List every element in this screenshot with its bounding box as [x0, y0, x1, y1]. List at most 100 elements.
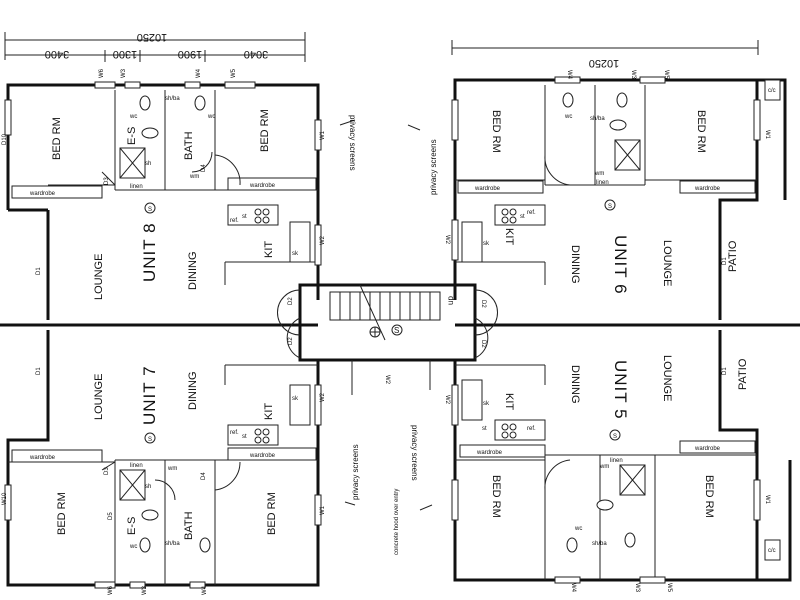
- unit-8-kit: KIT: [263, 241, 275, 258]
- sk-label: sk: [292, 396, 299, 402]
- tag-w2: W2: [320, 392, 326, 402]
- shba-label: sh/ba: [592, 541, 607, 547]
- shba-label: sh/ba: [165, 541, 180, 547]
- smoke-s-8: S: [148, 207, 152, 213]
- unit-7-bed-right: BED RM: [266, 492, 278, 535]
- ref-label: ref.: [230, 218, 239, 224]
- tag-d5: D5: [108, 512, 114, 520]
- dim-overall-right: 10250: [589, 57, 620, 69]
- wardrobe-label: wardrobe: [29, 455, 56, 461]
- tag-w1: W1: [764, 495, 770, 505]
- smoke-s-6: S: [608, 204, 612, 210]
- unit-8-label: UNIT 8: [140, 222, 159, 282]
- ref-label: ref.: [230, 430, 239, 436]
- unit-6-label: UNIT 6: [611, 235, 630, 295]
- sk-label: sk: [292, 251, 299, 257]
- wardrobe-label: wardrobe: [474, 186, 501, 192]
- st-label: st: [520, 214, 525, 220]
- smoke-s-5: S: [613, 434, 617, 440]
- wardrobe-label: wardrobe: [29, 191, 56, 197]
- tag-w4: W4: [196, 68, 202, 78]
- tag-w3: W3: [630, 70, 636, 80]
- st-label: st: [482, 426, 487, 432]
- cc-label: c/c: [768, 88, 776, 94]
- privacy-screens-label: privacy screens: [410, 425, 419, 481]
- concrete-hood-label: concrete hood over entry: [394, 489, 400, 555]
- unit-5-patio: PATIO: [737, 358, 749, 390]
- unit-7-es: E-S: [126, 517, 138, 535]
- privacy-screens-label: privacy screens: [429, 139, 438, 195]
- unit-5-bed-left: BED RM: [490, 475, 502, 518]
- tag-w5: W5: [231, 68, 237, 78]
- privacy-screens-label: privacy screens: [351, 444, 360, 500]
- wc-label: wc: [129, 114, 137, 120]
- tag-d1: D1: [36, 367, 42, 375]
- st-label: st: [242, 434, 247, 440]
- tag-w2: W2: [384, 375, 390, 385]
- sh-label: sh: [145, 161, 151, 167]
- windows: [4, 76, 781, 589]
- unit-7-bed-left: BED RM: [56, 492, 68, 535]
- tag-d4: D4: [201, 164, 207, 172]
- unit-6-bed-right: BED RM: [695, 110, 707, 153]
- tag-d1: D1: [722, 257, 728, 265]
- ref-label: ref.: [527, 426, 536, 432]
- tag-w6: W6: [108, 585, 114, 595]
- tag-w3: W3: [142, 585, 148, 595]
- shba-label: sh/ba: [590, 116, 605, 122]
- tags: W6 W3 W4 W5 W1 W2 W2 W1 W6 W3 W4 W10 D1 …: [2, 68, 770, 595]
- unit-7-label: UNIT 7: [140, 365, 159, 425]
- stairwell: [277, 283, 498, 395]
- tag-d1: D1: [722, 367, 728, 375]
- privacy-screens-label: privacy screens: [348, 115, 357, 171]
- tag-w1: W1: [320, 130, 326, 140]
- fixtures: [11, 92, 756, 553]
- tag-w2: W2: [444, 395, 450, 405]
- unit-8-bed-right: BED RM: [259, 109, 271, 152]
- tag-w2: W2: [320, 235, 326, 245]
- linen-label: linen: [130, 184, 143, 190]
- wm-label: wm: [594, 171, 604, 177]
- unit-5-bed-right: BED RM: [703, 475, 715, 518]
- linen-label: linen: [596, 180, 609, 186]
- linen-label: linen: [610, 458, 623, 464]
- tag-d3: D3: [104, 467, 110, 475]
- tag-w10: W10: [2, 492, 8, 505]
- st-label: st: [242, 214, 247, 220]
- tag-d2: D2: [480, 300, 486, 308]
- wm-label: wm: [167, 466, 177, 472]
- wardrobe-label: wardrobe: [249, 183, 276, 189]
- unit-5-label: UNIT 5: [611, 360, 630, 420]
- unit-5-lounge: LOUNGE: [661, 355, 673, 401]
- unit-8-bath: BATH: [183, 131, 195, 160]
- tag-w1: W1: [320, 505, 326, 515]
- unit-7-dining: DINING: [187, 372, 199, 411]
- wm-label: wm: [599, 464, 609, 470]
- sk-label: sk: [483, 241, 490, 247]
- dimension-lines: [4, 32, 759, 62]
- dim-overall-left: 10250: [137, 31, 168, 43]
- tag-d10: D10: [2, 133, 8, 145]
- tag-d2: D2: [288, 337, 294, 345]
- unit-8-lounge: LOUNGE: [93, 254, 105, 300]
- dim-3400: 3400: [45, 48, 69, 60]
- unit-8-dining: DINING: [187, 252, 199, 291]
- stair-symbol-s: S: [394, 326, 399, 335]
- dim-1300: 1300: [113, 48, 137, 60]
- wardrobe-label: wardrobe: [694, 446, 721, 452]
- unit-8-bed-left: BED RM: [51, 117, 63, 160]
- wc-label: wc: [129, 544, 137, 550]
- unit-6-dining: DINING: [569, 245, 581, 284]
- shba-label: sh/ba: [165, 96, 180, 102]
- wc-label: wc: [574, 526, 582, 532]
- stair-up-label: up: [446, 296, 455, 305]
- cc-label: c/c: [768, 548, 776, 554]
- unit-5-kit: KIT: [503, 393, 515, 410]
- dim-3040: 3040: [244, 48, 268, 60]
- tag-d3: D3: [104, 177, 110, 185]
- unit-7-lounge: LOUNGE: [93, 374, 105, 420]
- unit-6-lounge: LOUNGE: [661, 240, 673, 286]
- tag-w6: W6: [99, 68, 105, 78]
- wm-label: wm: [189, 174, 199, 180]
- ref-label: ref.: [527, 210, 536, 216]
